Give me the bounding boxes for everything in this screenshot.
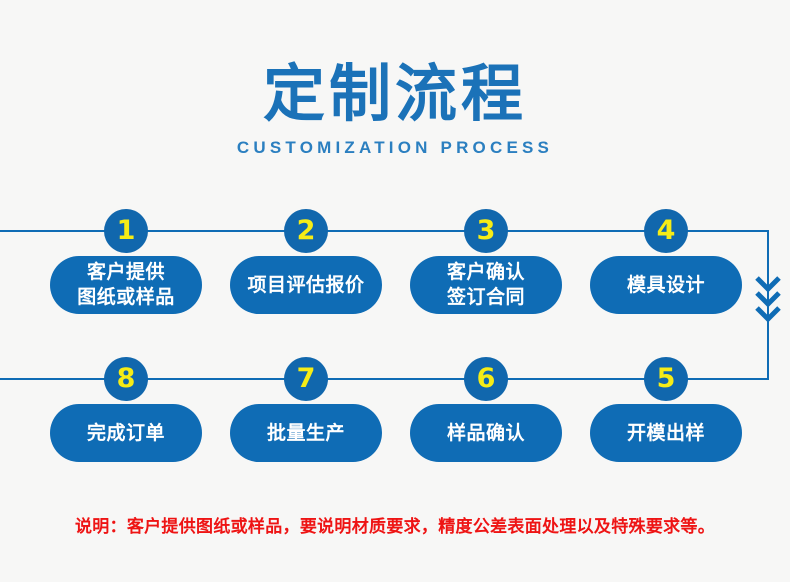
- step-number-badge: 7: [284, 357, 328, 401]
- page-title: 定制流程: [262, 57, 527, 130]
- step-number-badge: 6: [464, 357, 508, 401]
- step-number-badge: 1: [104, 209, 148, 253]
- step-number-badge: 5: [644, 357, 688, 401]
- step-label: 批量生产: [230, 404, 382, 462]
- header: 定制流程 CUSTOMIZATION PROCESS: [0, 58, 790, 158]
- step-label: 模具设计: [590, 256, 742, 314]
- connector-line-bottom-row: [0, 378, 769, 380]
- step-number-badge: 2: [284, 209, 328, 253]
- double-chevron-down-icon: [755, 276, 781, 328]
- step-number-badge: 4: [644, 209, 688, 253]
- step-label: 客户确认 签订合同: [410, 256, 562, 314]
- page-subtitle: CUSTOMIZATION PROCESS: [236, 138, 554, 157]
- step-label: 客户提供 图纸或样品: [50, 256, 202, 314]
- step-label: 样品确认: [410, 404, 562, 462]
- footer-note: 说明：客户提供图纸或样品，要说明材质要求，精度公差表面处理以及特殊要求等。: [74, 517, 716, 537]
- step-number-badge: 8: [104, 357, 148, 401]
- step-label: 项目评估报价: [230, 256, 382, 314]
- step-number-badge: 3: [464, 209, 508, 253]
- connector-line-top-row: [0, 230, 769, 232]
- step-label: 完成订单: [50, 404, 202, 462]
- step-label: 开模出样: [590, 404, 742, 462]
